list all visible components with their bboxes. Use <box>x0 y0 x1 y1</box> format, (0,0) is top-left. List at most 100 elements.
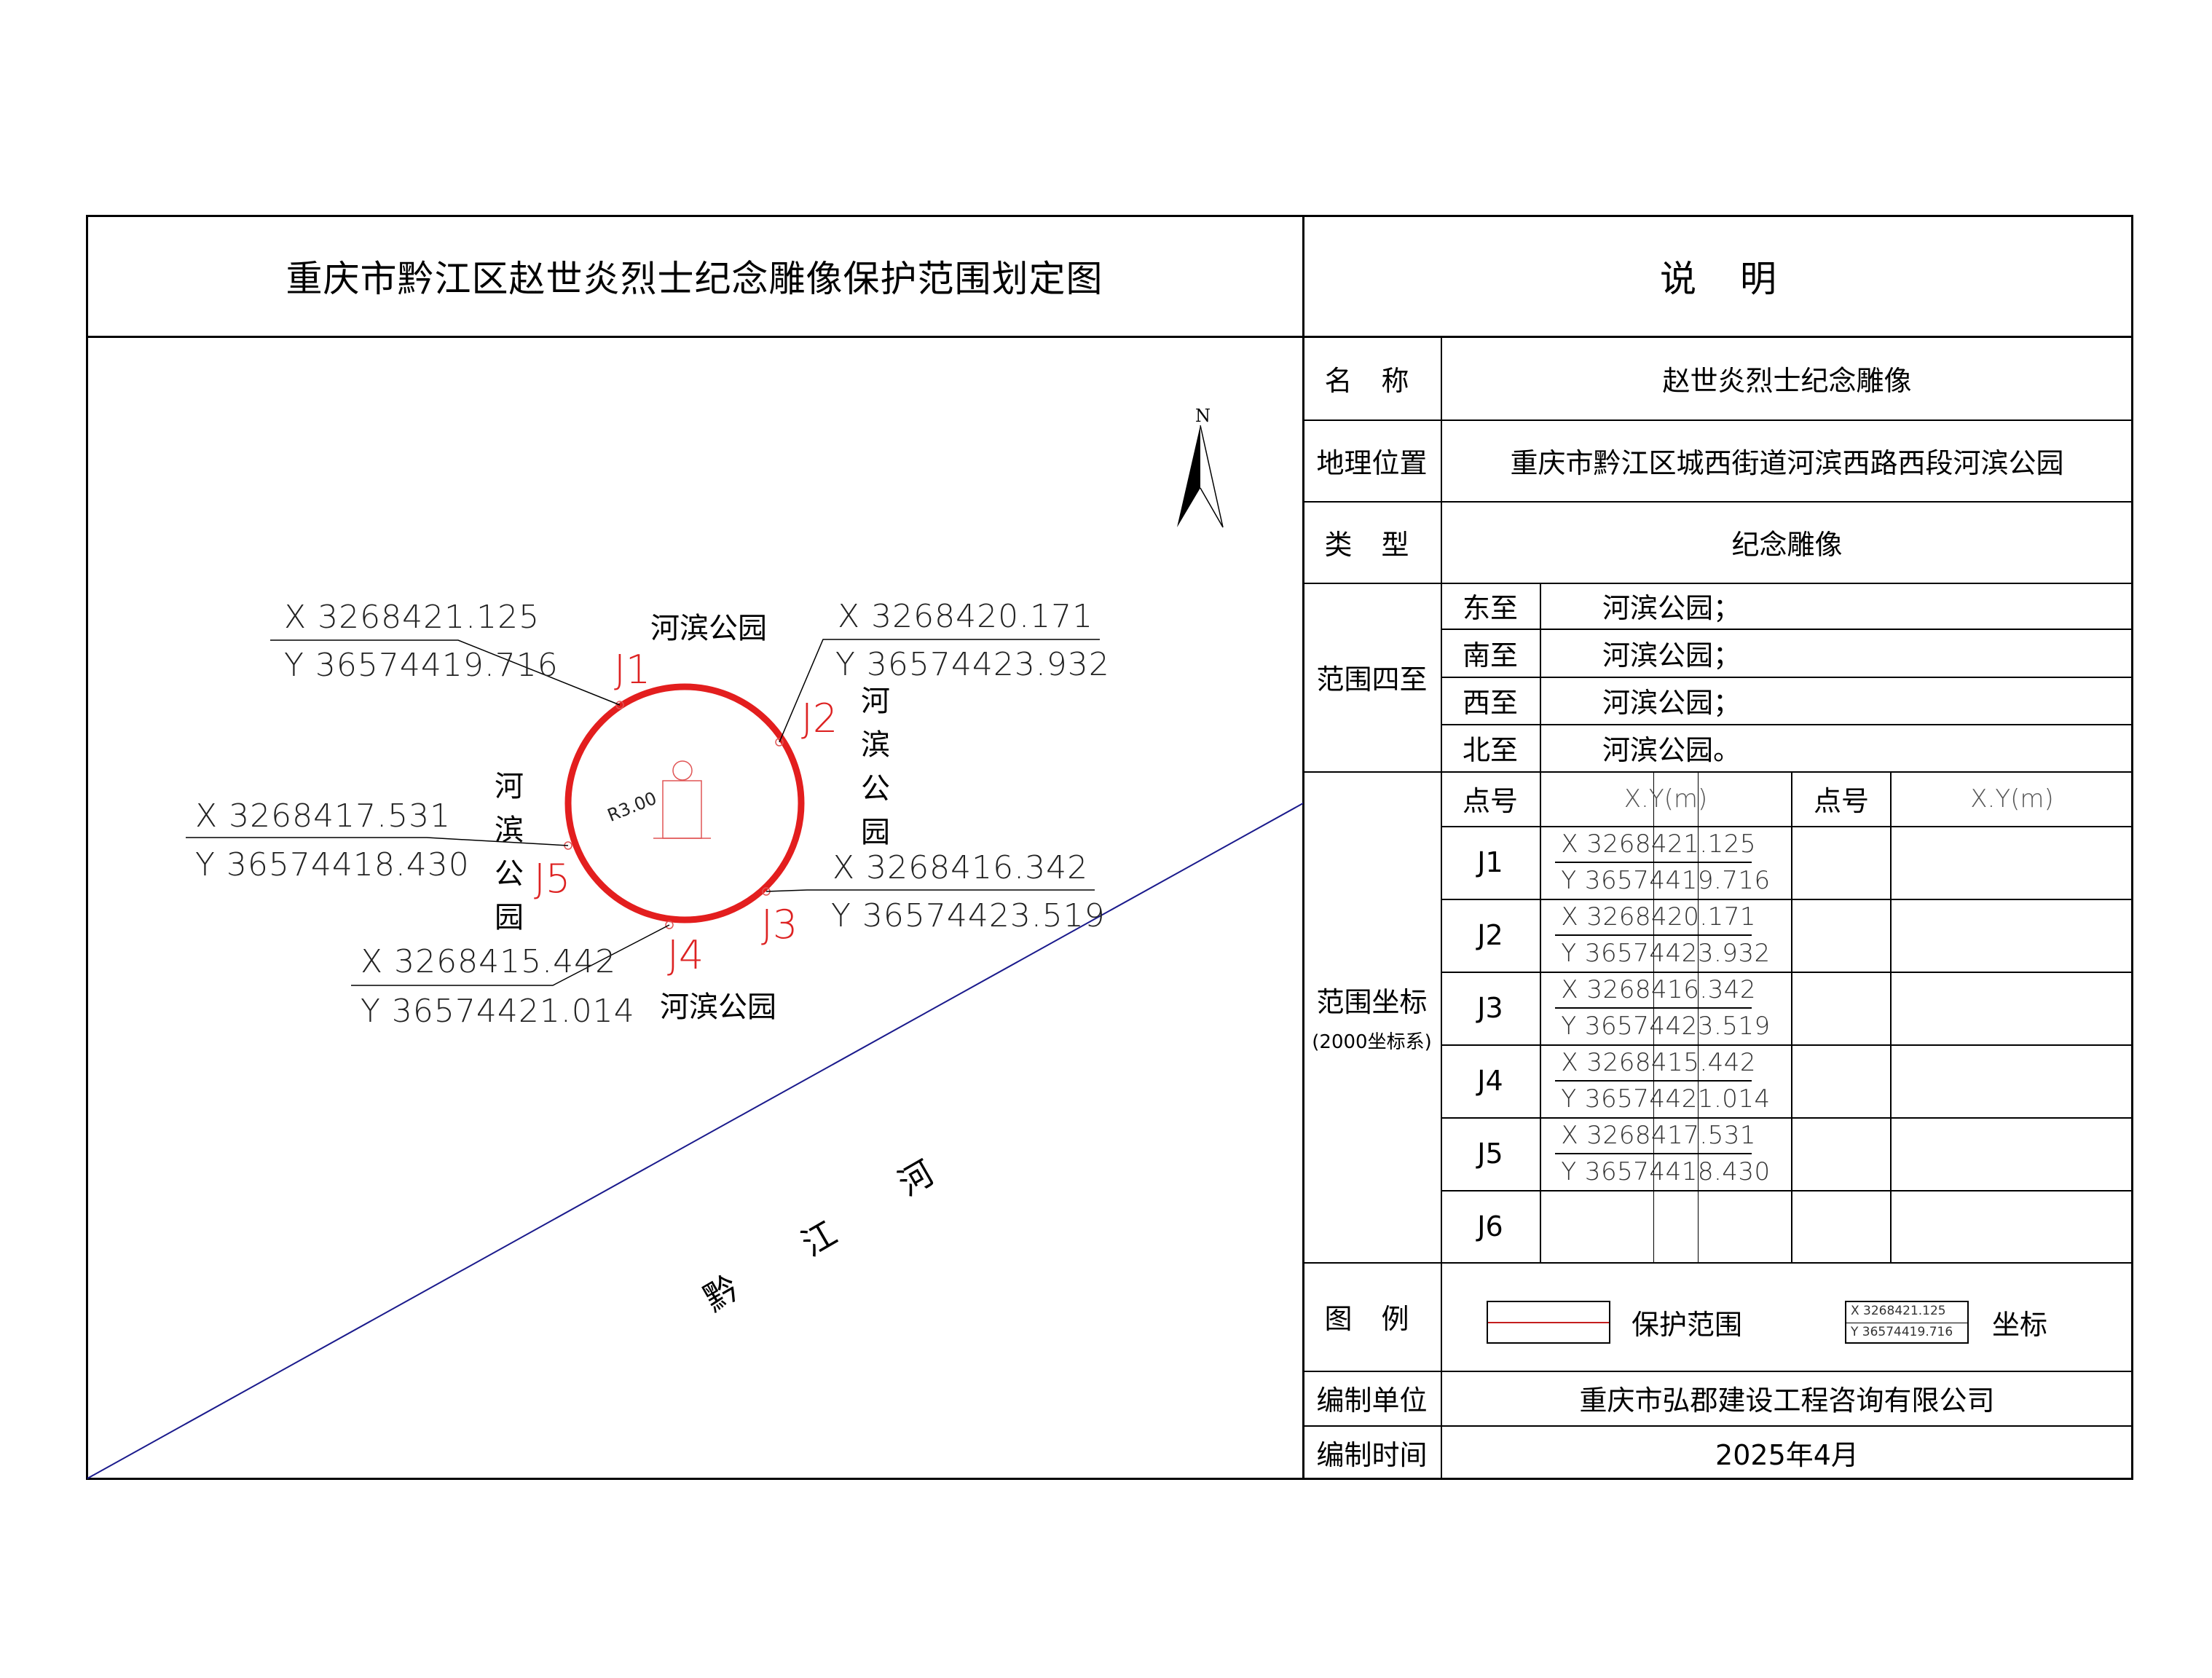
row-line <box>1441 972 2133 973</box>
row-line <box>1441 629 2133 630</box>
north-label: N <box>1195 406 1211 426</box>
row-line <box>1303 501 2133 503</box>
row-line <box>1303 420 2133 421</box>
coords-header-point-2: 点号 <box>1813 785 1869 817</box>
compiler-time-value: 2025年4月 <box>1715 1439 1859 1471</box>
protection-boundary-circle <box>564 683 805 923</box>
row-line <box>1441 899 2133 900</box>
compiler-unit-value: 重庆市弘郡建设工程咨询有限公司 <box>1579 1384 1995 1417</box>
col-line <box>1441 336 1442 1480</box>
explain-title: 说明 <box>1660 257 1820 300</box>
j4-point-label: J4 <box>667 932 704 978</box>
j5-x-coord: X 3268417.531 <box>195 797 452 835</box>
j1-leader-line <box>270 639 621 706</box>
header-divider <box>86 336 2133 338</box>
j1-y-coord: Y 36574419.716 <box>284 647 559 684</box>
row-line <box>1303 583 2133 584</box>
bound-east-value: 河滨公园； <box>1602 592 1741 624</box>
j4-x-coord: X 3268415.442 <box>361 943 617 980</box>
col-line <box>1698 771 1699 1262</box>
col-line <box>1653 771 1654 1262</box>
legend-coord-label: 坐标 <box>1992 1309 2048 1341</box>
park-label-north: 河滨公园 <box>650 612 767 645</box>
coord-y: Y 36574419.716 <box>1561 866 1771 895</box>
col-line <box>1791 771 1792 1262</box>
bound-north-value: 河滨公园。 <box>1602 734 1741 766</box>
location-label: 地理位置 <box>1316 446 1428 479</box>
j3-leader-line <box>765 889 1095 892</box>
coords-row-xy: X 3268421.125 Y 36574419.716 <box>1540 826 1792 899</box>
coord-x: X 3268415.442 <box>1561 1048 1757 1077</box>
row-line <box>1441 1044 2133 1046</box>
row-line <box>1303 771 2133 773</box>
point-j1-marker <box>615 701 624 709</box>
bound-south-value: 河滨公园； <box>1602 639 1741 671</box>
j4-y-coord: Y 36574421.014 <box>361 993 635 1030</box>
drawing-frame <box>86 215 2133 1480</box>
coord-x: X 3268416.342 <box>1561 975 1757 1004</box>
row-line <box>1303 1371 2133 1372</box>
row-line <box>1303 1425 2133 1427</box>
compiler-time-label: 编制时间 <box>1316 1439 1428 1471</box>
j3-x-coord: X 3268416.342 <box>833 849 1089 886</box>
row-line <box>1441 826 2133 827</box>
row-line <box>1441 1117 2133 1119</box>
j2-y-coord: Y 36574423.932 <box>835 646 1110 683</box>
j4-leader-line <box>351 924 670 986</box>
bound-north-label: 北至 <box>1462 734 1518 766</box>
coords-header-xy-2: X.Y(m) <box>1970 784 2054 814</box>
row-line <box>1441 1190 2133 1191</box>
row-line <box>1441 724 2133 725</box>
coords-row-id: J6 <box>1477 1210 1503 1242</box>
row-line <box>1441 677 2133 678</box>
legend-coord-y: Y 36574419.716 <box>1851 1325 1953 1339</box>
panel-divider <box>1302 215 1304 1480</box>
bound-west-label: 西至 <box>1462 687 1518 719</box>
bound-west-value: 河滨公园； <box>1602 687 1741 719</box>
col-line <box>1890 771 1892 1262</box>
legend-coord-x: X 3268421.125 <box>1851 1304 1946 1318</box>
bound-south-label: 南至 <box>1462 639 1518 671</box>
type-label: 类 型 <box>1324 528 1420 561</box>
coords-row-id: J5 <box>1477 1138 1503 1170</box>
legend-coord-swatch: X 3268421.125 Y 36574419.716 <box>1845 1301 1969 1344</box>
park-label-south: 河滨公园 <box>660 990 776 1024</box>
name-label: 名 称 <box>1324 364 1420 397</box>
park-label-west: 河滨 公园 <box>495 770 524 934</box>
coord-x: X 3268420.171 <box>1561 902 1757 931</box>
coords-row-id: J2 <box>1477 919 1503 951</box>
j1-x-coord: X 3268421.125 <box>284 599 540 636</box>
row-line <box>1303 1262 2133 1264</box>
north-arrow-icon <box>1177 425 1200 527</box>
point-j4-marker <box>665 921 674 929</box>
coords-sublabel: (2000坐标系) <box>1312 1031 1432 1053</box>
j2-point-label: J2 <box>801 696 838 741</box>
park-label-east: 河滨 公园 <box>861 685 890 849</box>
point-j2-marker <box>775 738 784 747</box>
compiler-unit-label: 编制单位 <box>1316 1384 1428 1417</box>
coords-header-xy-1: X.Y(m) <box>1623 784 1708 814</box>
coords-label: 范围坐标 <box>1316 986 1428 1018</box>
map-title: 重庆市黔江区赵世炎烈士纪念雕像保护范围划定图 <box>286 257 1103 300</box>
bounds-label: 范围四至 <box>1316 663 1428 696</box>
j5-point-label: J5 <box>534 856 571 902</box>
river-bank-line <box>87 803 1304 1479</box>
location-value: 重庆市黔江区城西街道河滨西路西段河滨公园 <box>1510 446 2064 479</box>
statue-body-icon <box>662 780 702 839</box>
legend-protect-swatch <box>1487 1301 1610 1344</box>
name-value: 赵世炎烈士纪念雕像 <box>1662 364 1912 397</box>
j3-y-coord: Y 36574423.519 <box>831 897 1106 934</box>
j2-leader-line <box>779 639 1100 743</box>
statue-head-icon <box>672 760 693 781</box>
coord-x: X 3268421.125 <box>1561 830 1757 859</box>
coord-y: Y 36574423.932 <box>1561 939 1771 968</box>
coords-row-id: J3 <box>1477 992 1503 1024</box>
coord-x: X 3268417.531 <box>1561 1121 1757 1150</box>
col-line <box>1540 583 1541 1262</box>
coords-row-xy: X 3268420.171 Y 36574423.932 <box>1540 899 1792 972</box>
legend-protect-label: 保护范围 <box>1632 1309 1743 1341</box>
